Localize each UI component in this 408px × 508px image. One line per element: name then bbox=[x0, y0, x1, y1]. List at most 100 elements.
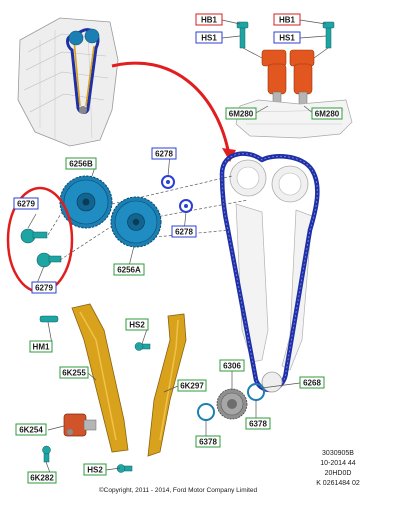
part-label-p6268: 6268 bbox=[299, 376, 325, 389]
part-label-p6306: 6306 bbox=[219, 359, 245, 372]
part-label-p6279-top: 6279 bbox=[13, 197, 39, 210]
part-label-text: HS2 bbox=[129, 321, 145, 330]
part-label-box bbox=[219, 359, 245, 372]
part-label-text: 6268 bbox=[303, 379, 321, 388]
chain-guide-6k255 bbox=[71, 303, 129, 453]
cam-sprocket-ghost bbox=[229, 159, 309, 203]
dowel-pin-hm1 bbox=[39, 315, 59, 323]
part-label-hs2-bot: HS2 bbox=[83, 463, 107, 476]
part-label-box bbox=[225, 107, 257, 120]
part-label-box bbox=[171, 225, 197, 238]
part-label-text: 6278 bbox=[175, 228, 193, 237]
part-label-box bbox=[27, 471, 57, 484]
sprocket-bolt-lower bbox=[36, 252, 62, 268]
vct-sprocket-6256b bbox=[59, 175, 113, 229]
part-label-text: 6K297 bbox=[180, 382, 204, 391]
info-line-1: 3030905B bbox=[322, 450, 354, 457]
part-label-box bbox=[65, 157, 97, 170]
callout-arrow-head bbox=[222, 148, 236, 162]
part-label-hs1-right: HS1 bbox=[273, 31, 301, 44]
part-label-box bbox=[299, 376, 325, 389]
part-label-m280-left: 6M280 bbox=[225, 107, 257, 120]
part-label-box bbox=[13, 197, 39, 210]
vct-sprocket-6256a bbox=[110, 196, 162, 248]
chain-tensioner-6k254 bbox=[63, 413, 97, 437]
guide-bolt-hs2-top bbox=[134, 342, 151, 351]
part-label-p6k255: 6K255 bbox=[59, 366, 89, 379]
part-label-box bbox=[177, 379, 207, 392]
part-label-box bbox=[151, 147, 177, 160]
part-label-text: HB1 bbox=[201, 16, 218, 25]
crank-sprocket-6306 bbox=[216, 388, 248, 420]
drawing-info: 3030905B 10-2014 44 20HD0D K 0261484 02 bbox=[316, 450, 360, 487]
info-line-3: 20HD0D bbox=[325, 470, 352, 477]
part-label-box bbox=[273, 13, 301, 26]
part-label-box bbox=[311, 107, 343, 120]
part-label-p6k254: 6K254 bbox=[15, 423, 47, 436]
part-label-hb1-right: HB1 bbox=[273, 13, 301, 26]
part-label-p6378-left: 6378 bbox=[195, 435, 221, 448]
part-label-text: 6256B bbox=[69, 160, 93, 169]
engine-thumbnail bbox=[17, 17, 119, 147]
info-line-4: K 0261484 02 bbox=[316, 480, 360, 487]
part-label-box bbox=[273, 31, 301, 44]
tensioner-bolt-6k282 bbox=[42, 445, 51, 463]
part-label-text: 6279 bbox=[35, 284, 53, 293]
part-label-text: HB1 bbox=[279, 16, 296, 25]
part-label-m280-right: 6M280 bbox=[311, 107, 343, 120]
part-label-box bbox=[59, 366, 89, 379]
seal-6278-top bbox=[161, 175, 175, 189]
oring-6378-mid bbox=[247, 383, 265, 401]
part-label-text: 6278 bbox=[155, 150, 173, 159]
part-label-p6256b: 6256B bbox=[65, 157, 97, 170]
part-label-box bbox=[195, 13, 223, 26]
part-label-box bbox=[113, 263, 145, 276]
part-label-text: 6M280 bbox=[229, 110, 254, 119]
part-label-box bbox=[245, 417, 271, 430]
solenoid-bolt-left bbox=[236, 21, 249, 49]
info-line-2: 10-2014 44 bbox=[320, 460, 356, 467]
solenoid-right bbox=[289, 49, 315, 111]
oring-6378-left bbox=[197, 403, 215, 421]
copyright-text: ©Copyright, 2011 - 2014, Ford Motor Comp… bbox=[99, 486, 258, 494]
part-label-text: 6378 bbox=[249, 420, 267, 429]
callout-arrow bbox=[111, 61, 230, 151]
part-label-text: 6K282 bbox=[30, 474, 54, 483]
part-label-p6k297: 6K297 bbox=[177, 379, 207, 392]
guide-bolt-hs2-bottom bbox=[116, 464, 133, 473]
part-label-text: 6279 bbox=[17, 200, 35, 209]
chain-guide-ghost bbox=[235, 203, 269, 363]
part-label-p6378-mid: 6378 bbox=[245, 417, 271, 430]
part-label-hb1-left: HB1 bbox=[195, 13, 223, 26]
part-label-text: HS1 bbox=[201, 34, 217, 43]
part-label-text: HS2 bbox=[87, 466, 103, 475]
part-label-hs2-top: HS2 bbox=[125, 318, 149, 331]
part-label-box bbox=[29, 340, 53, 353]
solenoid-bolt-right bbox=[322, 21, 335, 49]
sprocket-bolt-upper bbox=[20, 228, 48, 244]
part-label-box bbox=[15, 423, 47, 436]
part-label-text: 6256A bbox=[117, 266, 141, 275]
part-label-p6278-mid: 6278 bbox=[171, 225, 197, 238]
part-label-text: 6K255 bbox=[62, 369, 86, 378]
part-label-box bbox=[195, 31, 223, 44]
part-label-text: 6K254 bbox=[19, 426, 43, 435]
part-label-text: HM1 bbox=[33, 343, 50, 352]
part-label-text: 6378 bbox=[199, 438, 217, 447]
part-label-p6279-bot: 6279 bbox=[31, 281, 57, 294]
part-label-text: 6306 bbox=[223, 362, 241, 371]
part-label-p6k282: 6K282 bbox=[27, 471, 57, 484]
part-label-hm1: HM1 bbox=[29, 340, 53, 353]
seal-6278-mid bbox=[179, 199, 193, 213]
part-label-hs1-left: HS1 bbox=[195, 31, 223, 44]
part-label-box bbox=[195, 435, 221, 448]
part-label-box bbox=[31, 281, 57, 294]
part-label-text: 6M280 bbox=[315, 110, 340, 119]
part-label-p6278-top: 6278 bbox=[151, 147, 177, 160]
part-label-box bbox=[83, 463, 107, 476]
part-label-box bbox=[125, 318, 149, 331]
part-label-text: HS1 bbox=[279, 34, 295, 43]
crank-sprocket-ghost bbox=[261, 371, 283, 393]
